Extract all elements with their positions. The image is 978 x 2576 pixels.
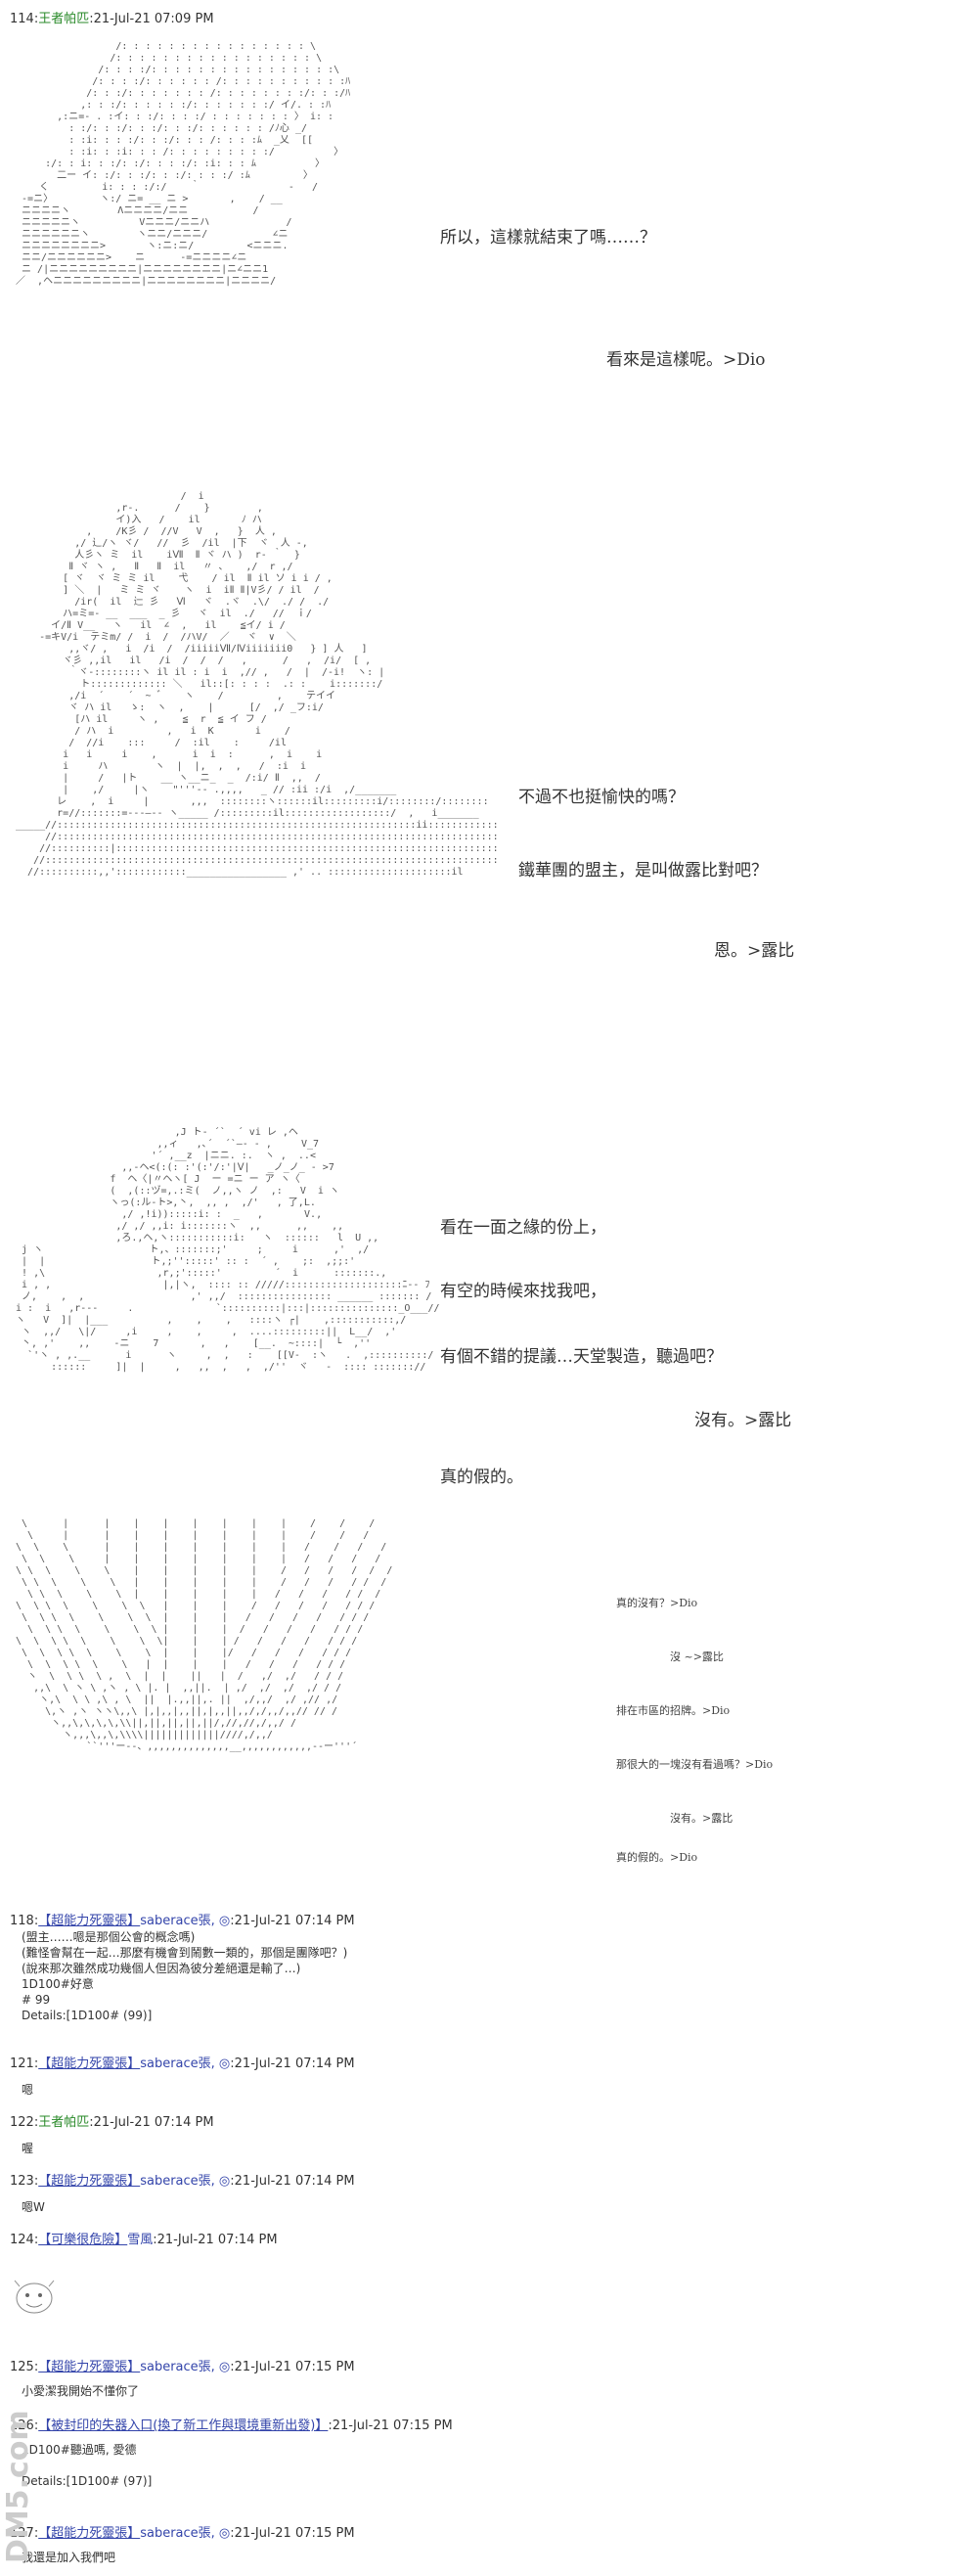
post-date: :21-Jul-21 07:09 PM (89, 12, 214, 26)
poster-name[interactable]: 王者帕匹 (38, 2115, 90, 2130)
post-body-125: 小愛潔我開始不懂你了 (22, 2383, 139, 2399)
site-watermark: DM5.com (1, 2410, 35, 2563)
post-line: 1D100#好意 (22, 1977, 94, 1991)
post-date: :21-Jul-21 07:14 PM (89, 2115, 214, 2130)
post-header-118: 118:【超能力死靈張】saberace張, ◎:21-Jul-21 07:14… (10, 1910, 355, 1928)
sketch-face-icon (14, 2280, 55, 2314)
post-date: :21-Jul-21 07:14 PM (230, 2056, 355, 2071)
dialogue-line: 沒有。>露比 (694, 1411, 792, 1430)
ascii-art-panel-2: / i ,r‐. / } , イ)入 / il ﾉ ハ , /K彡 / //V … (16, 491, 499, 878)
ascii-art-panel-1: /: : : : : : : : : : : : : : : : \ /: : … (16, 41, 351, 287)
post-date: :21-Jul-21 07:15 PM (230, 2526, 355, 2541)
dialogue-line: 所以，這樣就結束了嗎……？ (440, 228, 656, 248)
post-line: 喔 (22, 2142, 34, 2155)
post-body-121: 嗯 (22, 2082, 33, 2098)
dialogue-line: 鐵華團的盟主，是叫做露比對吧？ (518, 861, 768, 881)
poster-name[interactable]: 王者帕匹 (38, 12, 90, 26)
post-date: :21-Jul-21 07:14 PM (230, 2174, 355, 2189)
ascii-art-panel-3: ,J ト‐ ´` ´ vi レ ,ヘ ,,ィ ,､´ ´`―‐ ‐ , V_7 … (16, 1127, 440, 1373)
post-line: (說來那次雖然成功幾個人但因為彼分差絕還是輸了…) (22, 1962, 301, 1975)
poster-trip: saberace張, ◎ (140, 1914, 231, 1928)
dialogue-line: 有個不錯的提議…天堂製造，聽過吧？ (440, 1347, 723, 1367)
post-number: 122: (10, 2115, 39, 2130)
watermark-text: DM5.com (1, 2410, 35, 2563)
poster-name[interactable]: 【超能力死靈張】 (38, 2174, 141, 2189)
ascii-art-panel-4: \ | | | | | | | | / / / \ | | | | | | | … (16, 1518, 393, 1752)
post-line: 嗯W (22, 2200, 45, 2214)
dialogue-line: 看在一面之緣的份上， (440, 1218, 606, 1238)
dice-details: Details:[1D100# (97)] (22, 2474, 153, 2488)
post-body-122: 喔 (22, 2141, 33, 2156)
dialogue-line: 真的假的。 (440, 1468, 523, 1487)
post-header-114: 114:王者帕匹:21-Jul-21 07:09 PM (10, 8, 214, 26)
poster-name[interactable]: 【可樂很危險】 (38, 2233, 128, 2247)
post-number: 114: (10, 12, 39, 26)
post-number: 121: (10, 2056, 39, 2071)
post-line: (盟主……嗯是那個公會的概念嗎) (22, 1930, 196, 1944)
poster-name[interactable]: 【超能力死靈張】 (38, 1914, 141, 1928)
post-header-121: 121:【超能力死靈張】saberace張, ◎:21-Jul-21 07:14… (10, 2053, 355, 2071)
post-line: 1D100#聽過嗎, 愛德 (22, 2443, 137, 2457)
post-date: :21-Jul-21 07:14 PM (153, 2233, 278, 2247)
poster-trip: saberace張, ◎ (140, 2526, 231, 2541)
dice-details: Details:[1D100# (99)] (22, 2009, 153, 2022)
post-body-127: 我還是加入我們吧 (22, 2550, 115, 2565)
post-body-126: 1D100#聽過嗎, 愛德 Details:[1D100# (97)] (22, 2442, 152, 2489)
poster-name[interactable]: 【超能力死靈張】 (38, 2526, 141, 2541)
post-body-123: 嗯W (22, 2199, 45, 2215)
post-header-122: 122:王者帕匹:21-Jul-21 07:14 PM (10, 2111, 214, 2130)
post-line: # 99 (22, 1993, 51, 2007)
post-number: 125: (10, 2360, 39, 2374)
post-header-123: 123:【超能力死靈張】saberace張, ◎:21-Jul-21 07:14… (10, 2170, 355, 2189)
post-number: 123: (10, 2174, 39, 2189)
post-line: 我還是加入我們吧 (22, 2551, 116, 2564)
poster-trip: 雪風 (127, 2233, 154, 2247)
post-date: :21-Jul-21 07:15 PM (328, 2418, 453, 2433)
poster-trip: saberace張, ◎ (140, 2360, 231, 2374)
dialogue-line: 恩。>露比 (714, 941, 795, 961)
post-header-127: 127:【超能力死靈張】saberace張, ◎:21-Jul-21 07:15… (10, 2522, 355, 2541)
post-body-118: (盟主……嗯是那個公會的概念嗎) (難怪會幫在一起…那麼有機會到鬧數一類的，那個是… (22, 1929, 347, 2023)
post-line: (難怪會幫在一起…那麼有機會到鬧數一類的，那個是團隊吧？) (22, 1946, 348, 1960)
dialogue-line: 沒 ~>露比 (670, 1650, 724, 1663)
post-number: 124: (10, 2233, 39, 2247)
post-date: :21-Jul-21 07:14 PM (230, 1914, 355, 1928)
dialogue-line: 有空的時候來找我吧， (440, 1282, 606, 1301)
post-number: 118: (10, 1914, 39, 1928)
post-line: 小愛潔我開始不懂你了 (22, 2384, 140, 2398)
dialogue-line: 不過不也挺愉快的嗎？ (518, 788, 685, 807)
post-date: :21-Jul-21 07:15 PM (230, 2360, 355, 2374)
dialogue-line: 真的沒有？>Dio (616, 1597, 698, 1609)
poster-trip: saberace張, ◎ (140, 2174, 231, 2189)
poster-name[interactable]: 【被封印的失器入口(換了新工作與環境重新出發)】 (38, 2418, 329, 2433)
post-header-126: 126:【被封印的失器入口(換了新工作與環境重新出發)】:21-Jul-21 0… (10, 2415, 453, 2433)
post-header-125: 125:【超能力死靈張】saberace張, ◎:21-Jul-21 07:15… (10, 2356, 355, 2374)
dialogue-line: 看來是這樣呢。>Dio (606, 350, 766, 370)
post-line: 嗯 (22, 2083, 34, 2097)
poster-trip: saberace張, ◎ (140, 2056, 231, 2071)
poster-name[interactable]: 【超能力死靈張】 (38, 2056, 141, 2071)
dialogue-line: 那很大的一塊沒有看過嗎？>Dio (616, 1758, 774, 1771)
dialogue-line: 沒有。>露比 (670, 1812, 734, 1825)
post-number: 127: (10, 2526, 39, 2541)
post-header-124: 124:【可樂很危險】雪風:21-Jul-21 07:14 PM (10, 2229, 278, 2247)
post-number: 126: (10, 2418, 39, 2433)
poster-name[interactable]: 【超能力死靈張】 (38, 2360, 141, 2374)
dialogue-line: 排在市區的招牌。>Dio (616, 1704, 731, 1717)
dialogue-line: 真的假的。>Dio (616, 1851, 698, 1864)
